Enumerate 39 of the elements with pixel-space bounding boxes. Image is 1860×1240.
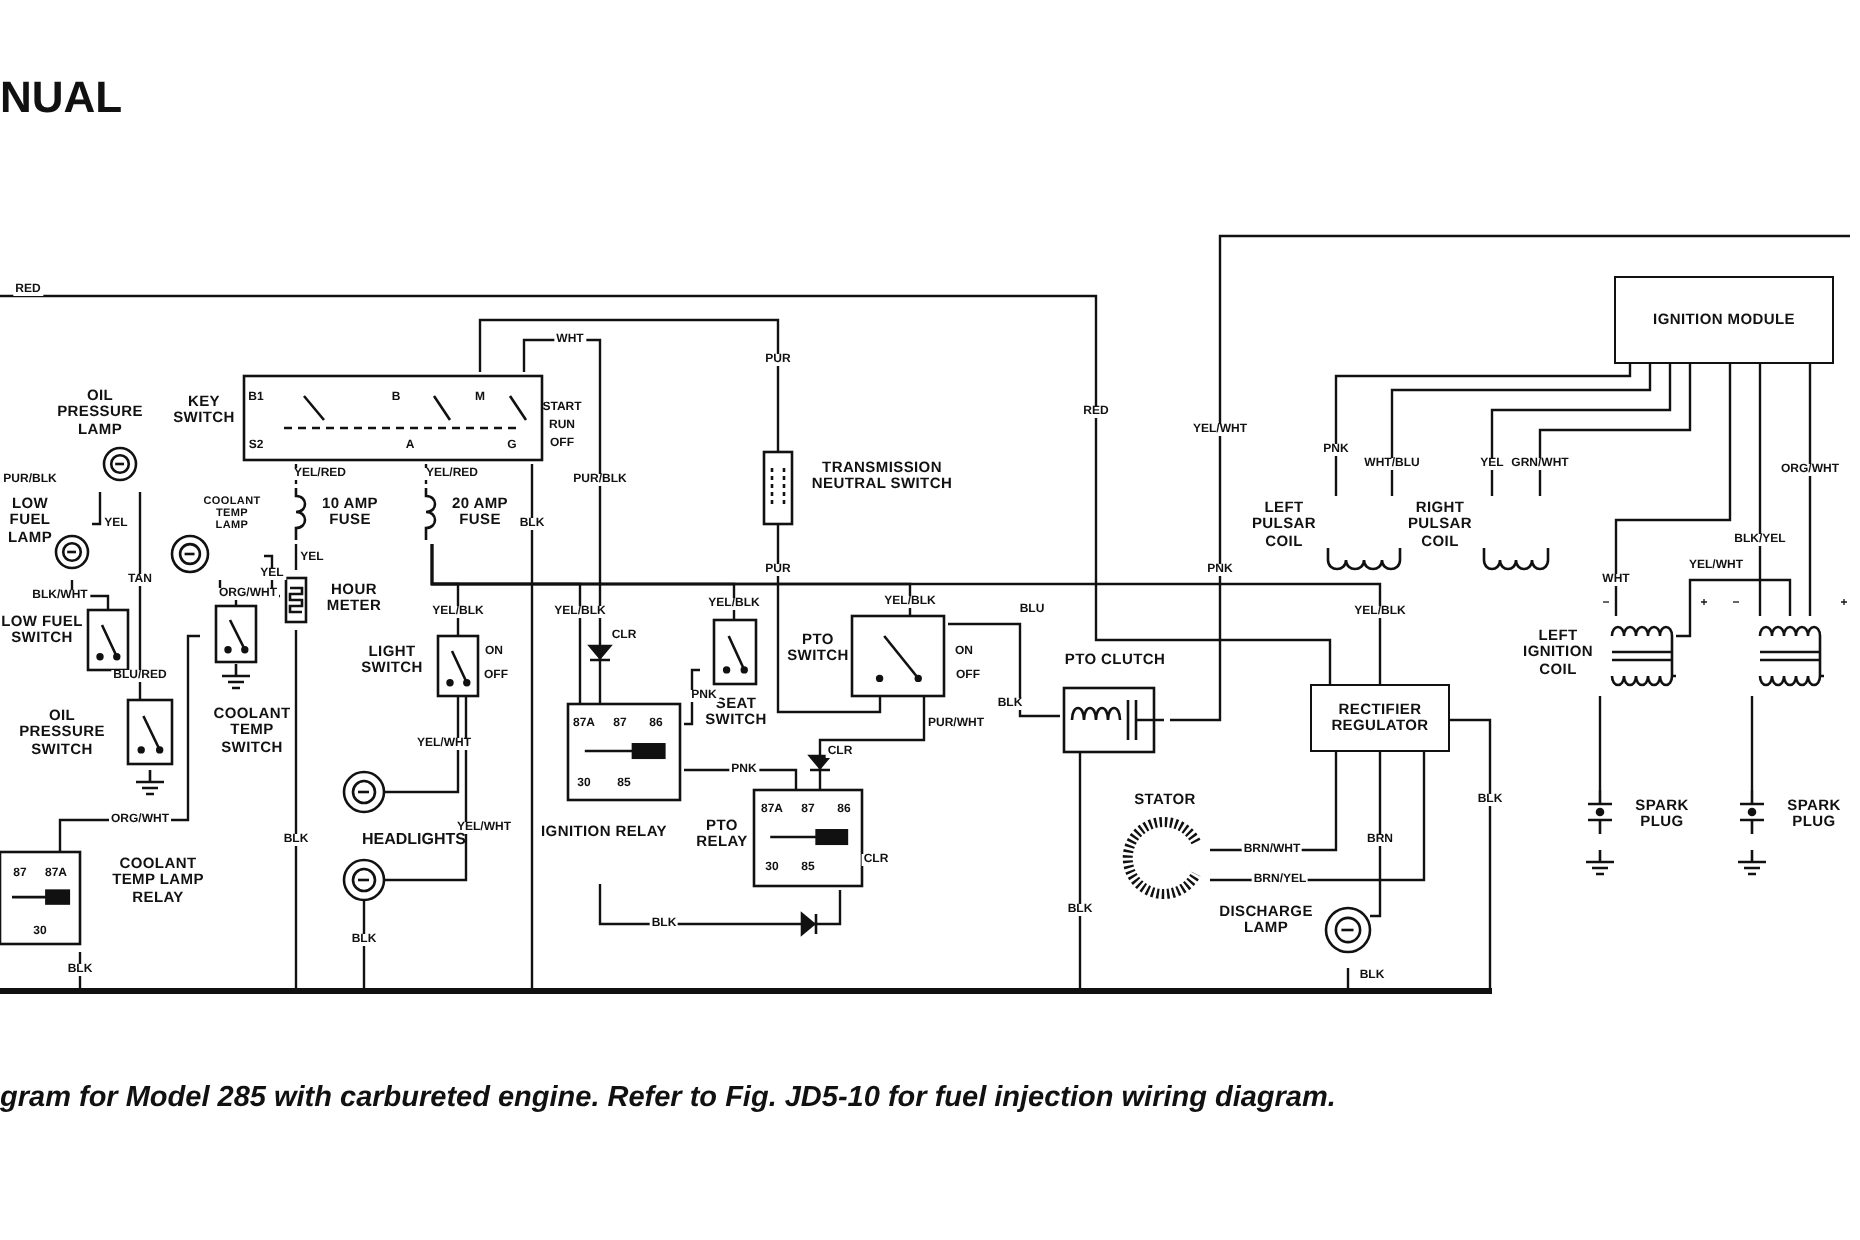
wire <box>1390 364 1652 496</box>
wire <box>478 318 780 452</box>
component-box <box>1614 276 1834 364</box>
page-heading: NUAL <box>0 72 123 124</box>
wire <box>92 492 102 526</box>
wire <box>294 630 298 988</box>
wire <box>1450 718 1492 988</box>
wire <box>1370 752 1382 918</box>
wire <box>948 622 1060 718</box>
wire <box>294 544 298 570</box>
wire <box>362 900 366 988</box>
wire <box>1346 968 1350 988</box>
wire <box>1808 364 1812 616</box>
wire <box>530 464 534 988</box>
wire <box>1334 364 1632 496</box>
wire <box>384 696 468 882</box>
wire <box>1750 696 1754 790</box>
wire <box>818 696 926 790</box>
wire <box>138 492 142 700</box>
wire <box>78 952 82 988</box>
wire <box>776 524 882 714</box>
wire <box>598 884 842 926</box>
wire <box>684 668 700 726</box>
wire <box>430 544 1382 684</box>
wire <box>522 338 602 704</box>
wire <box>1490 364 1672 496</box>
wire <box>0 294 1332 684</box>
component-box <box>1310 684 1450 752</box>
component-label: HEADLIGHTS <box>360 832 466 848</box>
wire <box>1758 364 1762 616</box>
wire <box>1538 364 1692 496</box>
ground-bus-bar <box>0 988 1492 994</box>
wire <box>384 696 460 794</box>
wire <box>1598 696 1602 790</box>
wire <box>1614 364 1732 616</box>
wire <box>1170 234 1850 722</box>
wire <box>1676 578 1792 638</box>
figure-caption: gram for Model 285 with carbureted engine. Refer to Fig. JD5-10 for fuel injection wiring diagram. <box>0 1082 1336 1114</box>
wire <box>1078 752 1082 988</box>
